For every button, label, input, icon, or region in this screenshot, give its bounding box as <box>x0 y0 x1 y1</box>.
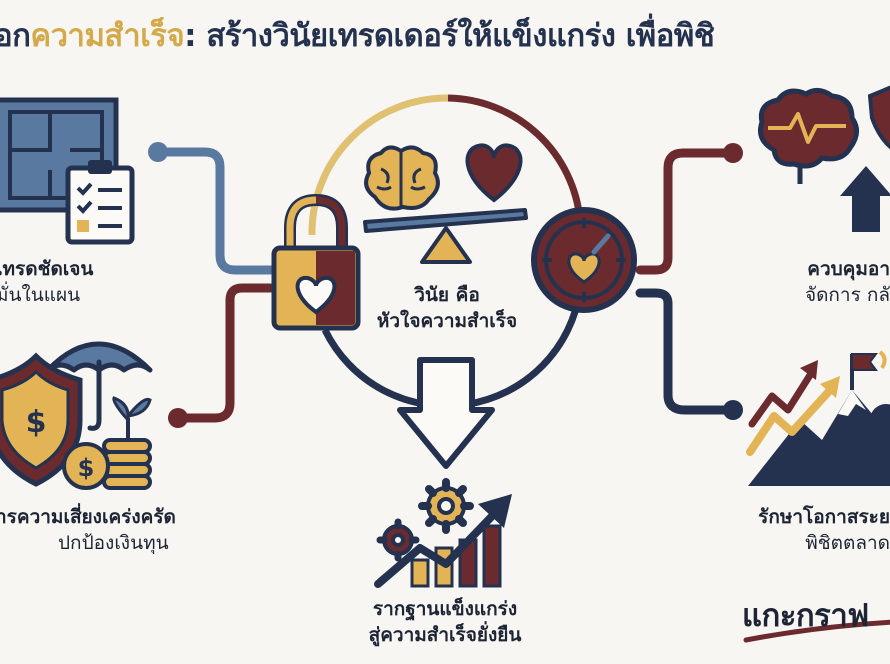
center-label-line1: วินัย คือ <box>414 284 480 306</box>
shield-dollar-icon: $ <box>0 352 83 487</box>
brain-icon <box>364 145 440 211</box>
compass-heart-icon <box>531 207 637 313</box>
title-rest: : สร้างวินัยเทรดเดอร์ให้แข็งแกร่ง เพื่อพ… <box>184 18 715 54</box>
heart-icon <box>465 143 523 203</box>
padlock-heart-icon <box>271 193 361 331</box>
watermark-underline <box>743 619 890 643</box>
brain-pulse-icon <box>758 88 859 184</box>
bottom-center-line1: รากฐานแข็งแกร่ง <box>372 598 518 620</box>
top-right-line1: ควบคุมอา <box>807 258 890 280</box>
bottom-center-line2: สู่ความสำเร็จยั่งยืน <box>368 624 522 646</box>
connector-dot <box>148 142 168 162</box>
title-highlight: ความสำเร็จ <box>30 18 185 54</box>
mountain-flag-icon <box>746 350 890 486</box>
bottom-left-line1: ารความเสี่ยงเคร่งครัด <box>0 506 176 528</box>
top-left-label: เทรดชัดเจน มั่นในแผน <box>0 256 93 308</box>
connector-dot <box>168 408 188 428</box>
connector-top-left <box>153 147 280 275</box>
top-right-label: ควบคุมอา จัดการ กลั <box>770 256 890 308</box>
umbrella-icon <box>45 341 153 431</box>
up-arrow-icon <box>840 166 890 232</box>
sprout-icon <box>112 396 152 440</box>
bottom-right-line1: รักษาโอกาสระย <box>758 506 890 528</box>
title-prefix: อก <box>0 18 31 54</box>
bottom-center-label: รากฐานแข็งแกร่ง สู่ความสำเร็จยั่งยืน <box>345 596 545 648</box>
connector-dot <box>723 400 743 420</box>
connector-top-right <box>635 148 738 275</box>
shield-icon <box>867 85 890 150</box>
coin-stack-icon: $ <box>62 438 152 490</box>
connector-bottom-right <box>635 288 738 415</box>
page-title: อกความสำเร็จ: สร้างวินัยเทรดเดอร์ให้แข็ง… <box>0 10 715 60</box>
center-label-line2: หัวใจความสำเร็จ <box>376 310 518 332</box>
connector-dot <box>723 143 743 163</box>
top-left-line2: มั่นในแผน <box>0 284 81 306</box>
svg-text:$: $ <box>26 405 47 440</box>
top-left-line1: เทรดชัดเจน <box>0 258 94 280</box>
center-ring-maroon <box>447 94 584 221</box>
center-label: วินัย คือ หัวใจความสำเร็จ <box>362 282 532 334</box>
bottom-left-label: ารความเสี่ยงเคร่งครัด ปกป้องเงินทุน <box>0 504 176 556</box>
balance-scale-icon <box>363 208 528 264</box>
bottom-right-label: รักษาโอกาสระย พิชิตตลาด <box>724 504 890 556</box>
top-right-line2: จัดการ กลั <box>804 284 890 306</box>
bottom-right-line2: พิชิตตลาด <box>805 532 890 554</box>
watermark-logo: แกะกราฟ <box>742 598 869 634</box>
clipboard-checklist-icon <box>65 160 135 245</box>
bottom-left-line2: ปกป้องเงินทุน <box>58 532 169 554</box>
connector-bottom-left <box>173 283 280 423</box>
growth-chart-gears-icon <box>374 478 512 588</box>
svg-text:$: $ <box>78 454 95 482</box>
down-arrow-icon <box>397 357 495 469</box>
